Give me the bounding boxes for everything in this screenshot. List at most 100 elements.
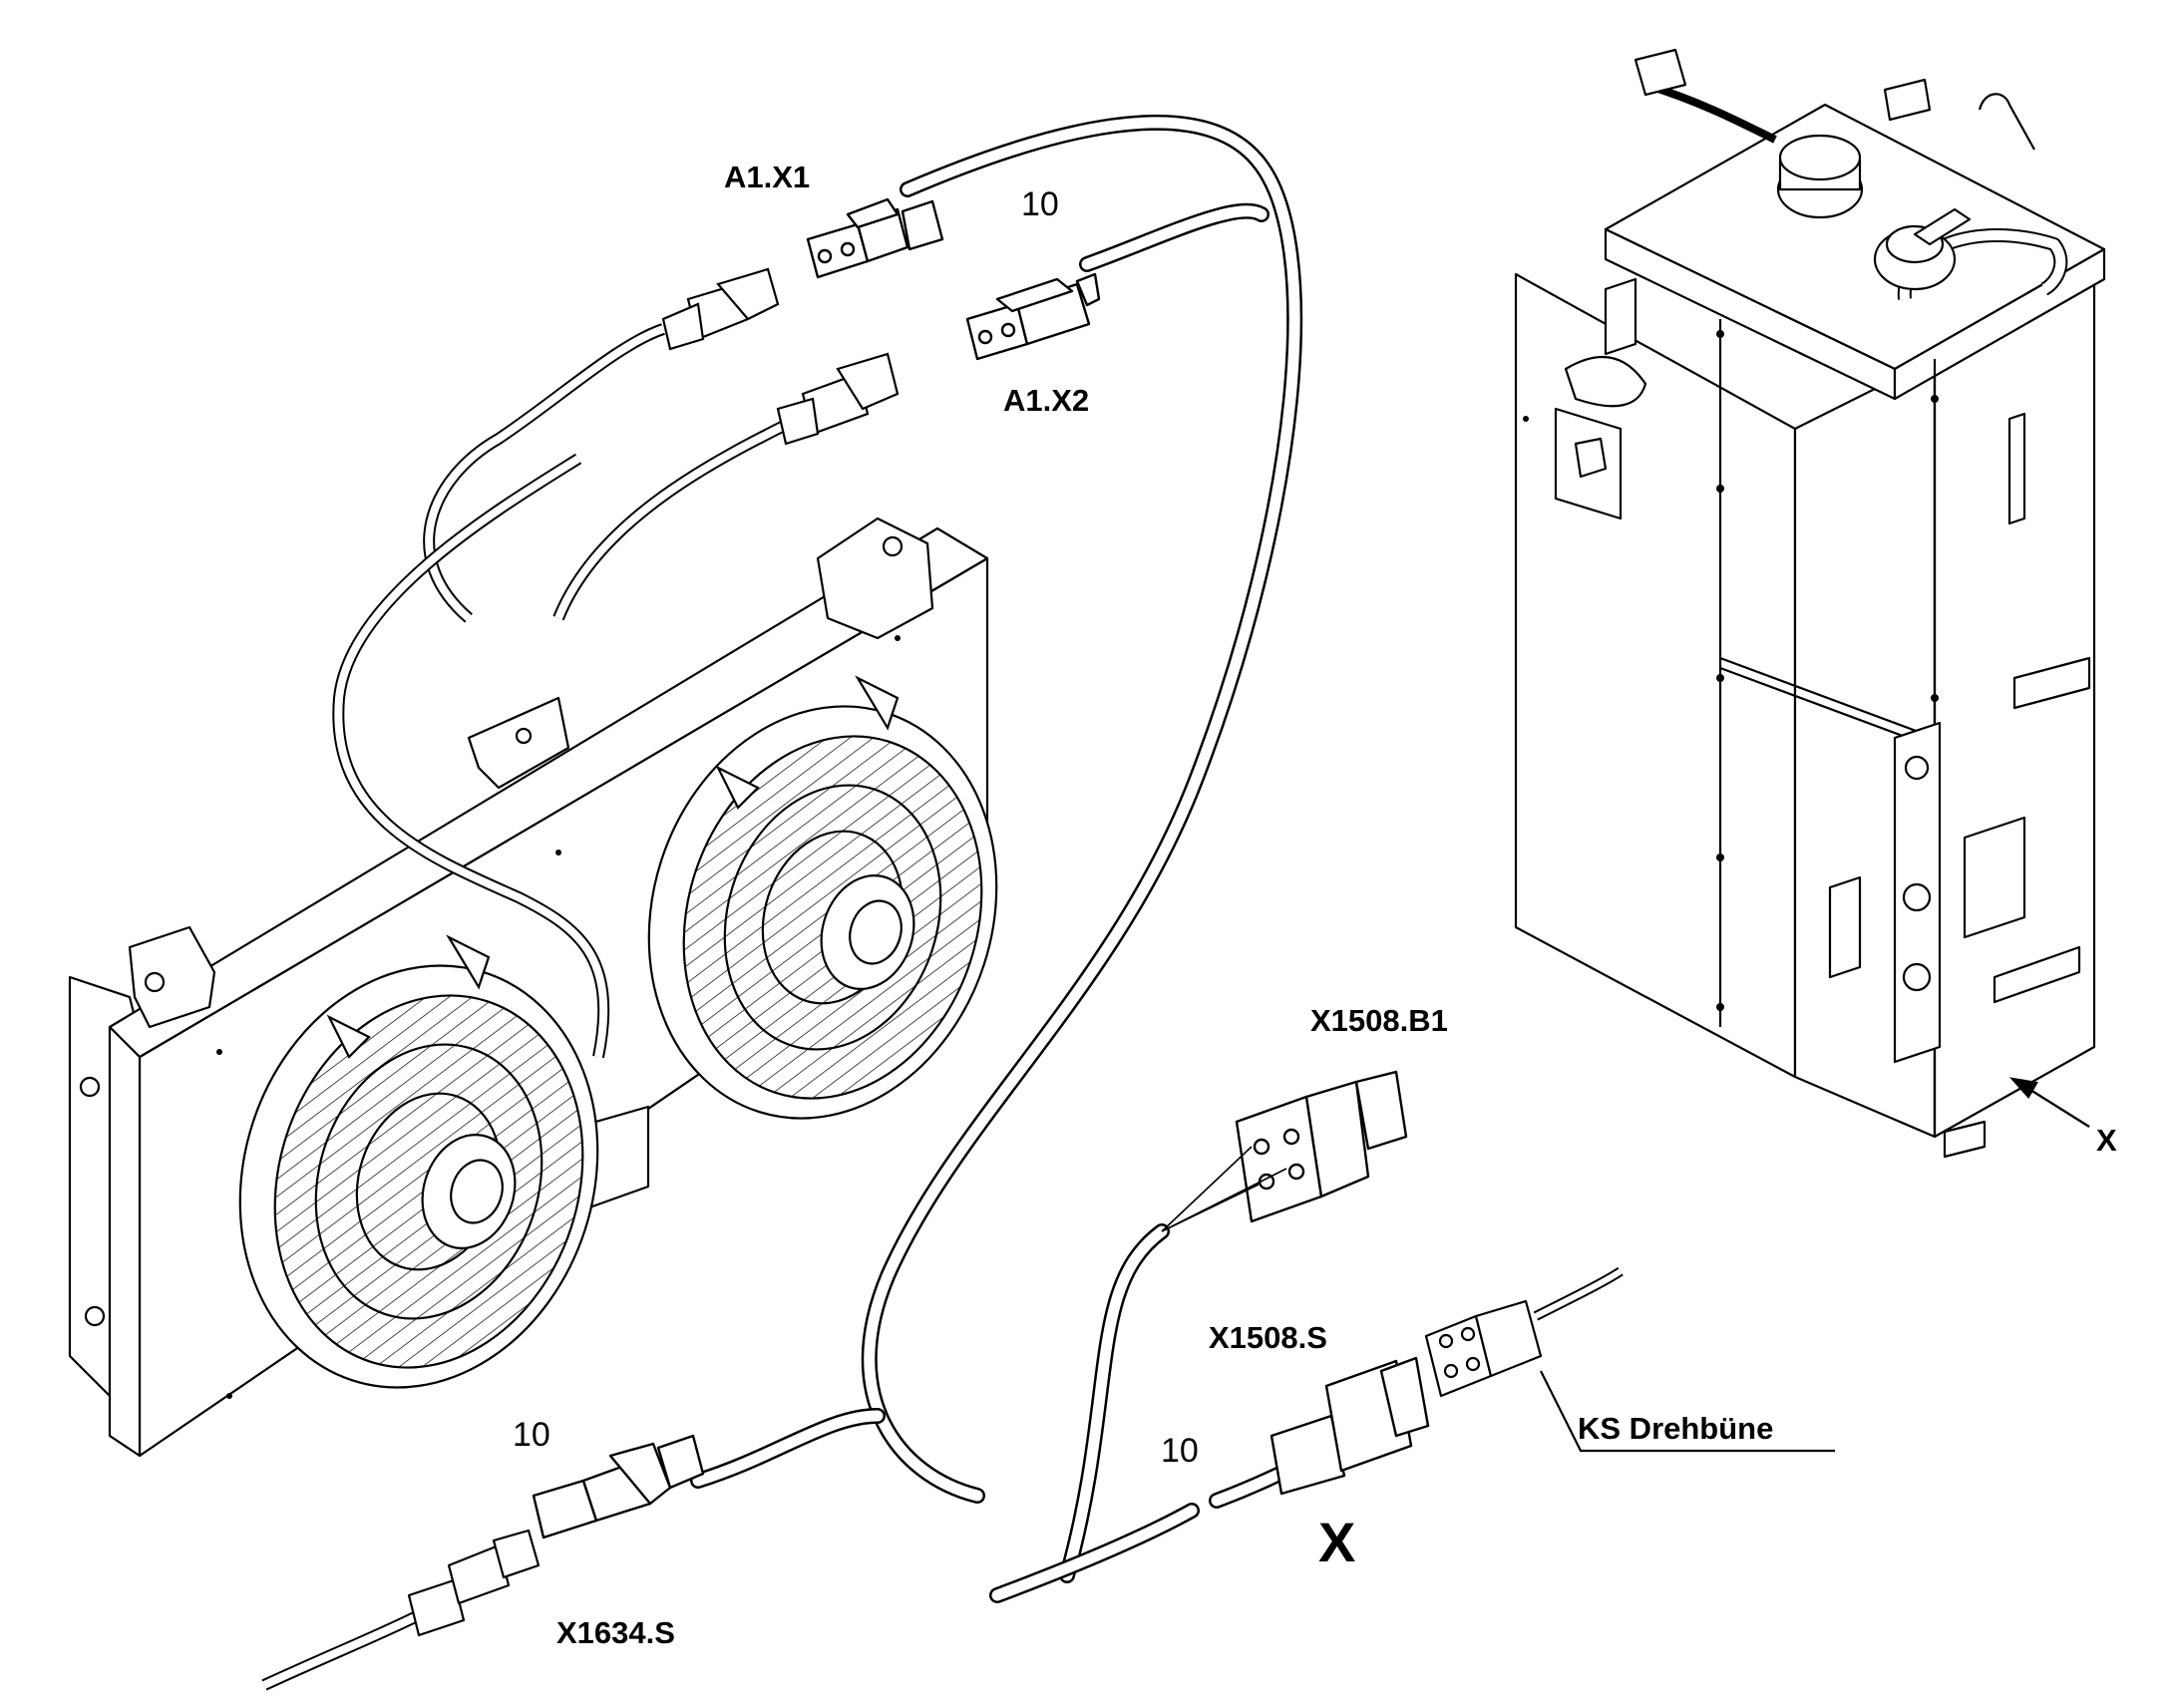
mount-bolt [79,1076,101,1098]
harness-branch-inner [1081,205,1268,270]
cabinet-left-panel [1514,272,1797,1079]
switch-knob [1902,882,1932,912]
item-number-x1634: 10 [513,1416,550,1454]
arrow-shaft [2021,1083,2090,1129]
fan-mount-tab [326,1014,371,1059]
bracket-hole [144,971,166,993]
fan-connector-upper [661,267,780,351]
switch-knob [1902,962,1932,992]
connector-latch [846,197,900,229]
pointer-arrow-x [2008,1077,2090,1129]
side-slot [2007,412,2026,525]
grille-ring [723,784,942,1051]
connector-body [447,1543,511,1605]
connector-ks-drehbuene [1424,1266,1624,1398]
label-x1634s: X1634.S [556,1615,675,1650]
ks-leader-line [1540,1370,1835,1453]
label-a1x2: A1.X2 [1003,383,1089,418]
right-cooling-fan [647,675,998,1120]
cabinet-cutout [1564,355,1647,408]
connector-body [1474,1299,1543,1378]
radiator-top-bracket [816,516,934,640]
fan-mount-tab [855,675,900,731]
connector-pin [1287,1163,1305,1181]
radiator-left-bracket [128,925,216,1029]
label-x1508s: X1508.S [1209,1320,1327,1355]
connector-boot [407,1578,466,1637]
harness-cable-inner [864,117,1300,1502]
connector-plug [716,267,780,321]
radiator-left-face [108,1025,142,1458]
label-x-connector: X [1318,1511,1355,1573]
fan-hub-cap [849,899,903,965]
leader-line [1540,1370,1835,1453]
cabinet-seam [1719,656,1936,750]
fan-harness [332,323,801,1059]
label-x1508b1: X1508.B1 [1310,1003,1448,1038]
fan-hub-cap [450,1159,504,1224]
grille-ring [314,1043,544,1320]
switch-knob [1904,755,1930,781]
connector-plug [492,1529,541,1579]
connector-pin [1282,1128,1300,1146]
left-cooling-fan [238,934,599,1389]
hatch-latch [1574,437,1608,479]
connector-wires [1161,1146,1287,1232]
connector-pin [817,248,833,264]
fan-harness-cable-inner [554,415,800,620]
side-slot [1828,875,1862,979]
filler-cap-top [1778,134,1862,181]
fan-connector-lower [776,352,900,446]
connector-rib [1075,272,1101,307]
mating-connector-x1634 [261,1529,541,1691]
connector-body [1304,1080,1370,1198]
connector-a1x1 [806,197,944,279]
harness-branch-inner [692,1410,884,1487]
cabinet-clip [1883,78,1932,122]
cabinet-bracket [1604,277,1637,356]
hose-clip [467,696,570,790]
item-number-a1: 10 [1021,185,1059,223]
connector-pin [1253,1138,1271,1156]
front-plate [1963,816,2026,939]
connector-pin [1443,1363,1459,1379]
arrow-head [2008,1077,2038,1100]
connector-pin [1465,1356,1481,1372]
mate-cable-inner [262,1611,421,1689]
connector-x1508s [1270,1356,1430,1496]
harness-branch-inner [1061,1225,1168,1581]
item-number-x1508: 10 [1161,1432,1199,1470]
connector-plug [1354,1070,1408,1151]
cabinet-hook [1978,93,2035,151]
top-connector [1634,48,1687,97]
connector-x1634s [532,1434,705,1539]
cabinet-rivets [1523,330,1939,1011]
connector-boot [1270,1414,1346,1496]
connector-a1x2 [965,272,1101,361]
fan-harness-cable-outer [552,413,801,621]
connector-boot [661,302,705,351]
key [1913,207,1972,246]
label-ks-drehbuene: KS Drehbüne [1578,1411,1773,1446]
fan-harness-cable-inner [334,455,608,1058]
mount-bolt [84,1305,106,1327]
connector-plug [1379,1356,1430,1438]
connector-pin [1438,1333,1454,1349]
connector-latch [995,277,1074,313]
connector-pin [840,241,856,257]
top-cable-outer [1643,81,1777,144]
label-x-cabinet: X [2096,1123,2117,1158]
connector-pin [1000,322,1016,338]
harness-branch-inner [991,1505,1198,1601]
cabinet-foot [1943,1120,1987,1159]
connector-pin [977,329,993,345]
connector-plug [836,352,900,411]
connector-boot [656,1434,705,1490]
connector-pin [1460,1326,1476,1342]
main-harness-10 [690,115,1314,1603]
connector-boot [776,397,820,446]
side-rail [2012,656,2091,710]
control-cabinet [1514,48,2106,1159]
